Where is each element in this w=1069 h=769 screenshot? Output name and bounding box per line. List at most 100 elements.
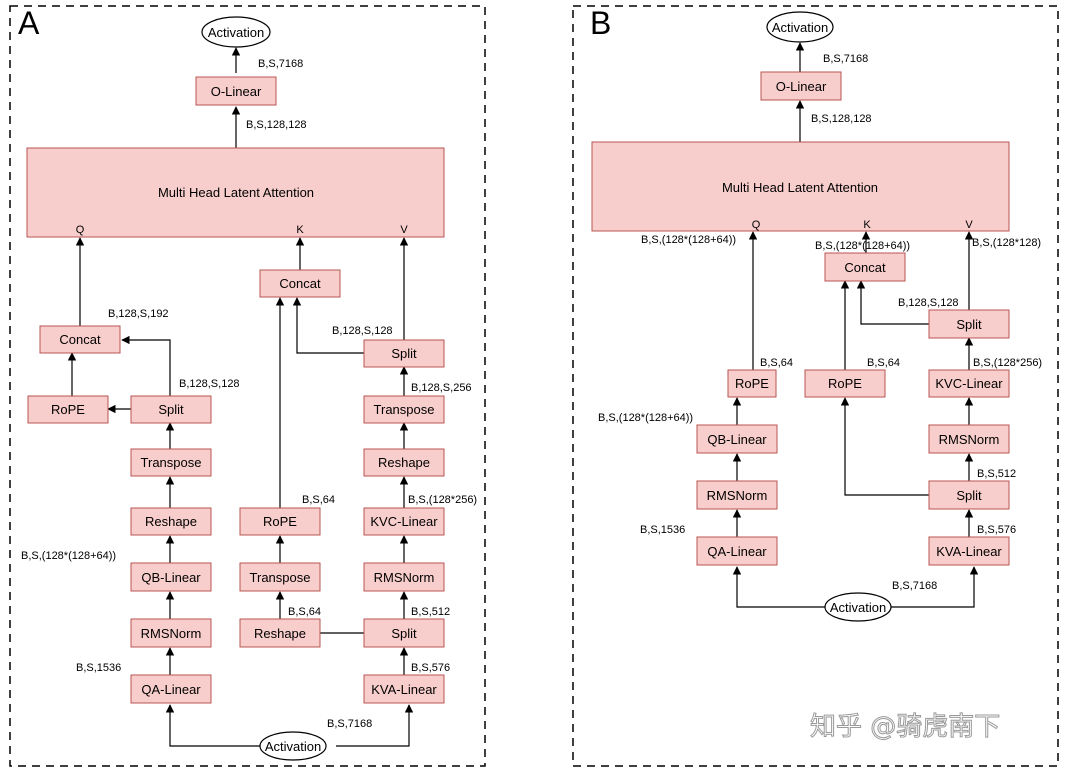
node-mha-label: Multi Head Latent Attention [158, 185, 314, 200]
node-rmsnorm-q [696, 480, 778, 510]
node-activation-bottom [824, 592, 892, 622]
node-rmsnorm-q-label: RMSNorm [141, 626, 202, 641]
node-qa-linear [696, 536, 778, 566]
port-v: V [965, 219, 973, 231]
shape-label: B,S,(128*(128+64)) [641, 234, 736, 246]
node-o-linear-label: O-Linear [211, 84, 262, 99]
shape-label: B,S,512 [411, 606, 450, 618]
node-concat-q-label: Concat [59, 332, 101, 347]
edge-activation-qa [732, 566, 825, 608]
node-concat-k-label: Concat [279, 276, 321, 291]
node-split-kva-label: Split [391, 626, 417, 641]
node-rope-k [804, 369, 886, 398]
node-reshape-q [130, 507, 212, 536]
node-split-v-label: Split [391, 346, 417, 361]
node-concat-k [259, 269, 341, 298]
node-qb-linear [696, 424, 778, 454]
node-rmsnorm-kv-label: RMSNorm [374, 570, 435, 585]
node-rmsnorm-kv-label: RMSNorm [939, 432, 1000, 447]
edge-splitq-concatq [121, 335, 171, 396]
shape-label: B,S,64 [760, 357, 793, 369]
shape-label: B,S,7168 [892, 580, 937, 592]
shape-label: B,128,S,128 [332, 325, 393, 337]
shape-label: B,S,576 [411, 662, 450, 674]
node-rmsnorm-kv [363, 562, 445, 592]
node-transpose-kv-label: Transpose [374, 402, 435, 417]
node-mha [591, 141, 1010, 232]
node-concat [824, 252, 906, 282]
node-split-kva [363, 618, 445, 648]
shape-label: B,S,128,128 [811, 113, 872, 125]
node-qb-linear [130, 562, 212, 592]
port-q: Q [752, 219, 761, 231]
shape-label: B,128,S,192 [108, 308, 169, 320]
shape-label: B,S,(128*(128+64)) [598, 412, 693, 424]
node-activation-top-label: Activation [208, 25, 264, 40]
node-transpose-q [130, 448, 212, 477]
node-kva-linear [363, 674, 445, 704]
shape-label: B,S,1536 [640, 524, 685, 536]
node-activation-top [766, 11, 834, 43]
node-split-v-label: Split [956, 317, 982, 332]
node-split-v [363, 339, 445, 368]
node-rope-q-label: RoPE [735, 376, 769, 391]
node-activation-bottom-label: Activation [265, 739, 321, 754]
shape-label: B,128,S,128 [179, 378, 240, 390]
node-o-linear-label: O-Linear [776, 79, 827, 94]
node-split-kva-label: Split [956, 488, 982, 503]
node-split-q-label: Split [158, 402, 184, 417]
node-rmsnorm-q-label: RMSNorm [707, 488, 768, 503]
node-activation-top [201, 16, 271, 48]
node-kva-linear [928, 536, 1010, 566]
shape-label: B,S,512 [977, 468, 1016, 480]
panel-a-edges [67, 47, 414, 747]
shape-label: B,S,7168 [823, 53, 868, 65]
shape-label: B,S,128,128 [246, 119, 307, 131]
node-o-linear [760, 71, 842, 101]
shape-label: B,S,7168 [327, 718, 372, 730]
shape-label: B,S,(128*(128+64)) [21, 550, 116, 562]
node-transpose-kv [363, 395, 445, 424]
node-mha [26, 147, 445, 238]
shape-label: B,S,(128*256) [973, 357, 1042, 369]
port-q: Q [76, 224, 85, 236]
shape-label: B,S,(128*256) [408, 494, 477, 506]
node-rope-k-label: RoPE [828, 376, 862, 391]
shape-label: B,128,S,256 [411, 382, 472, 394]
node-reshape-kv-label: Reshape [378, 455, 430, 470]
node-reshape-q-label: Reshape [145, 514, 197, 529]
shape-label: B,S,576 [977, 524, 1016, 536]
node-qa-linear-label: QA-Linear [707, 544, 767, 559]
shape-label: B,S,7168 [258, 58, 303, 70]
shape-label: B,128,S,128 [898, 297, 959, 309]
node-transpose-k [239, 562, 321, 592]
node-activation-top-label: Activation [772, 20, 828, 35]
node-concat-q [39, 325, 121, 354]
edge-splitkva-ropek [840, 397, 929, 496]
node-rope-q-label: RoPE [51, 402, 85, 417]
shape-label: B,S,64 [302, 494, 335, 506]
edge-activation-kva [891, 566, 979, 608]
watermark: 知乎 @骑虎南下 [810, 712, 1000, 742]
node-rope-k-label: RoPE [263, 514, 297, 529]
node-kvc-linear-label: KVC-Linear [935, 376, 1003, 391]
edge-split-concat [856, 280, 929, 325]
shape-label: B,S,1536 [76, 662, 121, 674]
node-split-v [928, 309, 1010, 339]
shape-label: B,S,64 [288, 606, 321, 618]
node-transpose-q-label: Transpose [141, 455, 202, 470]
node-rope-q [27, 395, 109, 424]
shape-label: B,S,(128*128) [972, 237, 1041, 249]
node-kva-linear-label: KVA-Linear [936, 544, 1002, 559]
node-split-q [130, 395, 212, 424]
panel-b: B Activation O-Linear Multi He [572, 5, 1059, 767]
node-qb-linear-label: QB-Linear [141, 570, 201, 585]
panel-b-letter: B [590, 5, 611, 41]
panel-a-letter: A [18, 5, 40, 41]
node-kva-linear-label: KVA-Linear [371, 682, 437, 697]
edge-activation-kva [336, 704, 414, 747]
panel-b-frame [572, 5, 1059, 767]
node-kvc-linear [363, 507, 445, 536]
node-qa-linear [130, 674, 212, 704]
node-transpose-k-label: Transpose [250, 570, 311, 585]
